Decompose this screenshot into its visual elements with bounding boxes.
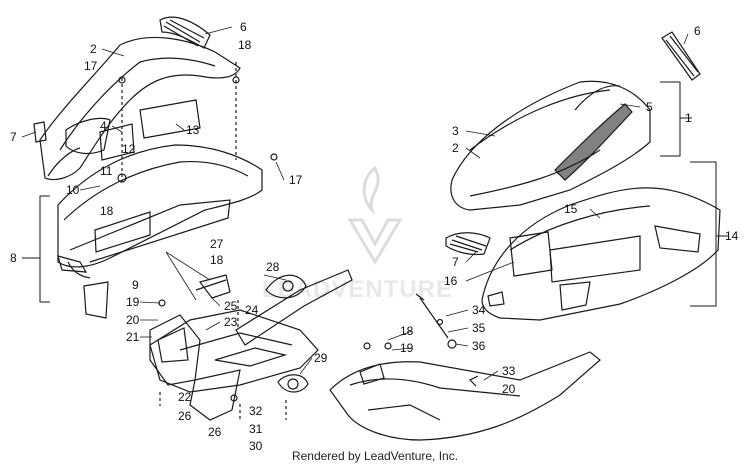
callout-33: 33 (502, 364, 516, 378)
callout-6: 6 (240, 20, 247, 34)
right-belly-pan (329, 293, 601, 441)
callout-2: 2 (452, 141, 459, 155)
callout-11: 11 (100, 164, 113, 178)
bracket-8 (22, 195, 50, 303)
callout-29: 29 (314, 351, 328, 365)
callout-3: 3 (452, 124, 459, 138)
callout-35: 35 (472, 321, 486, 335)
callout-26: 26 (208, 425, 222, 439)
right-hood-assembly (445, 31, 721, 321)
callout-19: 19 (126, 295, 140, 309)
callout-5: 5 (646, 100, 653, 114)
callout-7: 7 (10, 130, 17, 144)
callout-31: 31 (249, 422, 263, 436)
callout-9: 9 (132, 278, 139, 292)
callout-26: 26 (178, 409, 192, 423)
left-hood-assembly (33, 16, 278, 319)
callout-1: 1 (685, 111, 692, 125)
callout-25: 25 (224, 299, 238, 313)
callout-16: 16 (444, 274, 458, 288)
callout-36: 36 (472, 339, 486, 353)
callout-32: 32 (249, 404, 263, 418)
callout-18: 18 (210, 253, 224, 267)
callout-27: 27 (210, 237, 224, 251)
leader-lines (21, 26, 689, 381)
callout-20: 20 (502, 382, 516, 396)
callout-10: 10 (66, 183, 80, 197)
callout-19: 19 (400, 341, 414, 355)
callout-6: 6 (694, 24, 701, 38)
callout-7: 7 (452, 255, 459, 269)
watermark-text: LEADVENTURE (262, 276, 454, 303)
callout-18: 18 (100, 204, 114, 218)
callout-21: 21 (126, 330, 140, 344)
callout-14: 14 (725, 229, 739, 243)
callout-4: 4 (100, 119, 107, 133)
callout-28: 28 (266, 260, 280, 274)
callout-20: 20 (126, 313, 140, 327)
leadventure-logo-icon (347, 165, 403, 265)
callout-13: 13 (186, 123, 200, 137)
callout-22: 22 (178, 390, 192, 404)
callout-12: 12 (122, 142, 136, 156)
footer-credit: Rendered by LeadVenture, Inc. (291, 449, 459, 463)
callout-23: 23 (224, 315, 238, 329)
callout-18: 18 (238, 38, 252, 52)
callout-34: 34 (472, 303, 486, 317)
brackets-right (660, 81, 728, 307)
callout-2: 2 (90, 42, 97, 56)
callout-labels: 6 18 2 17 4 13 7 12 11 17 10 18 8 27 18 … (10, 20, 739, 453)
callout-8: 8 (10, 251, 17, 265)
callout-17: 17 (289, 173, 303, 187)
callout-17: 17 (84, 59, 98, 73)
callout-30: 30 (249, 439, 263, 453)
callout-15: 15 (564, 202, 578, 216)
callout-24: 24 (245, 303, 259, 317)
